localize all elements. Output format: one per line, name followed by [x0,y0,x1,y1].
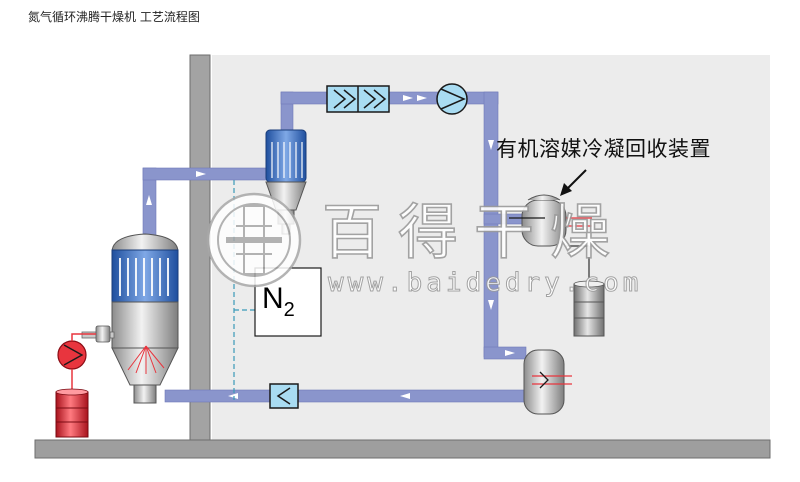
flow-arrow [400,393,410,399]
callout-arrow [560,169,587,196]
solvent-condenser [509,194,592,282]
pipe-network [142,91,528,403]
solvent-recovery-label: 有机溶媒冷凝回收装置 [496,137,711,161]
nitrogen-subscript: 2 [283,299,295,321]
flow-arrow [228,393,238,399]
watermark-url: www.baidedry.com [327,268,643,299]
floor-slab [34,439,771,459]
flow-arrow [488,140,494,150]
nitrogen-label: N2 [262,282,295,321]
nitrogen-symbol: N [262,282,284,315]
page-caption: 氮气循环沸腾干燥机 工艺流程图 [28,10,200,24]
heater-tank [523,349,572,415]
fluid-bed-dryer [81,233,179,404]
watermark-logo [206,192,302,288]
flow-arrow [488,300,494,310]
circulation-fan [436,83,468,115]
flow-arrow [146,195,152,205]
feed-pump [57,333,96,392]
wall-column [189,54,211,441]
flow-arrows [146,95,515,399]
flow-arrow [505,350,515,356]
watermark-brand: 百得干燥 [321,197,626,269]
check-valve [269,383,299,409]
recovery-drum [573,280,605,337]
flow-arrow [196,171,206,177]
filter-unit [326,85,390,113]
flow-arrow [403,95,413,101]
flow-arrow [417,95,427,101]
feed-drum [55,388,89,438]
